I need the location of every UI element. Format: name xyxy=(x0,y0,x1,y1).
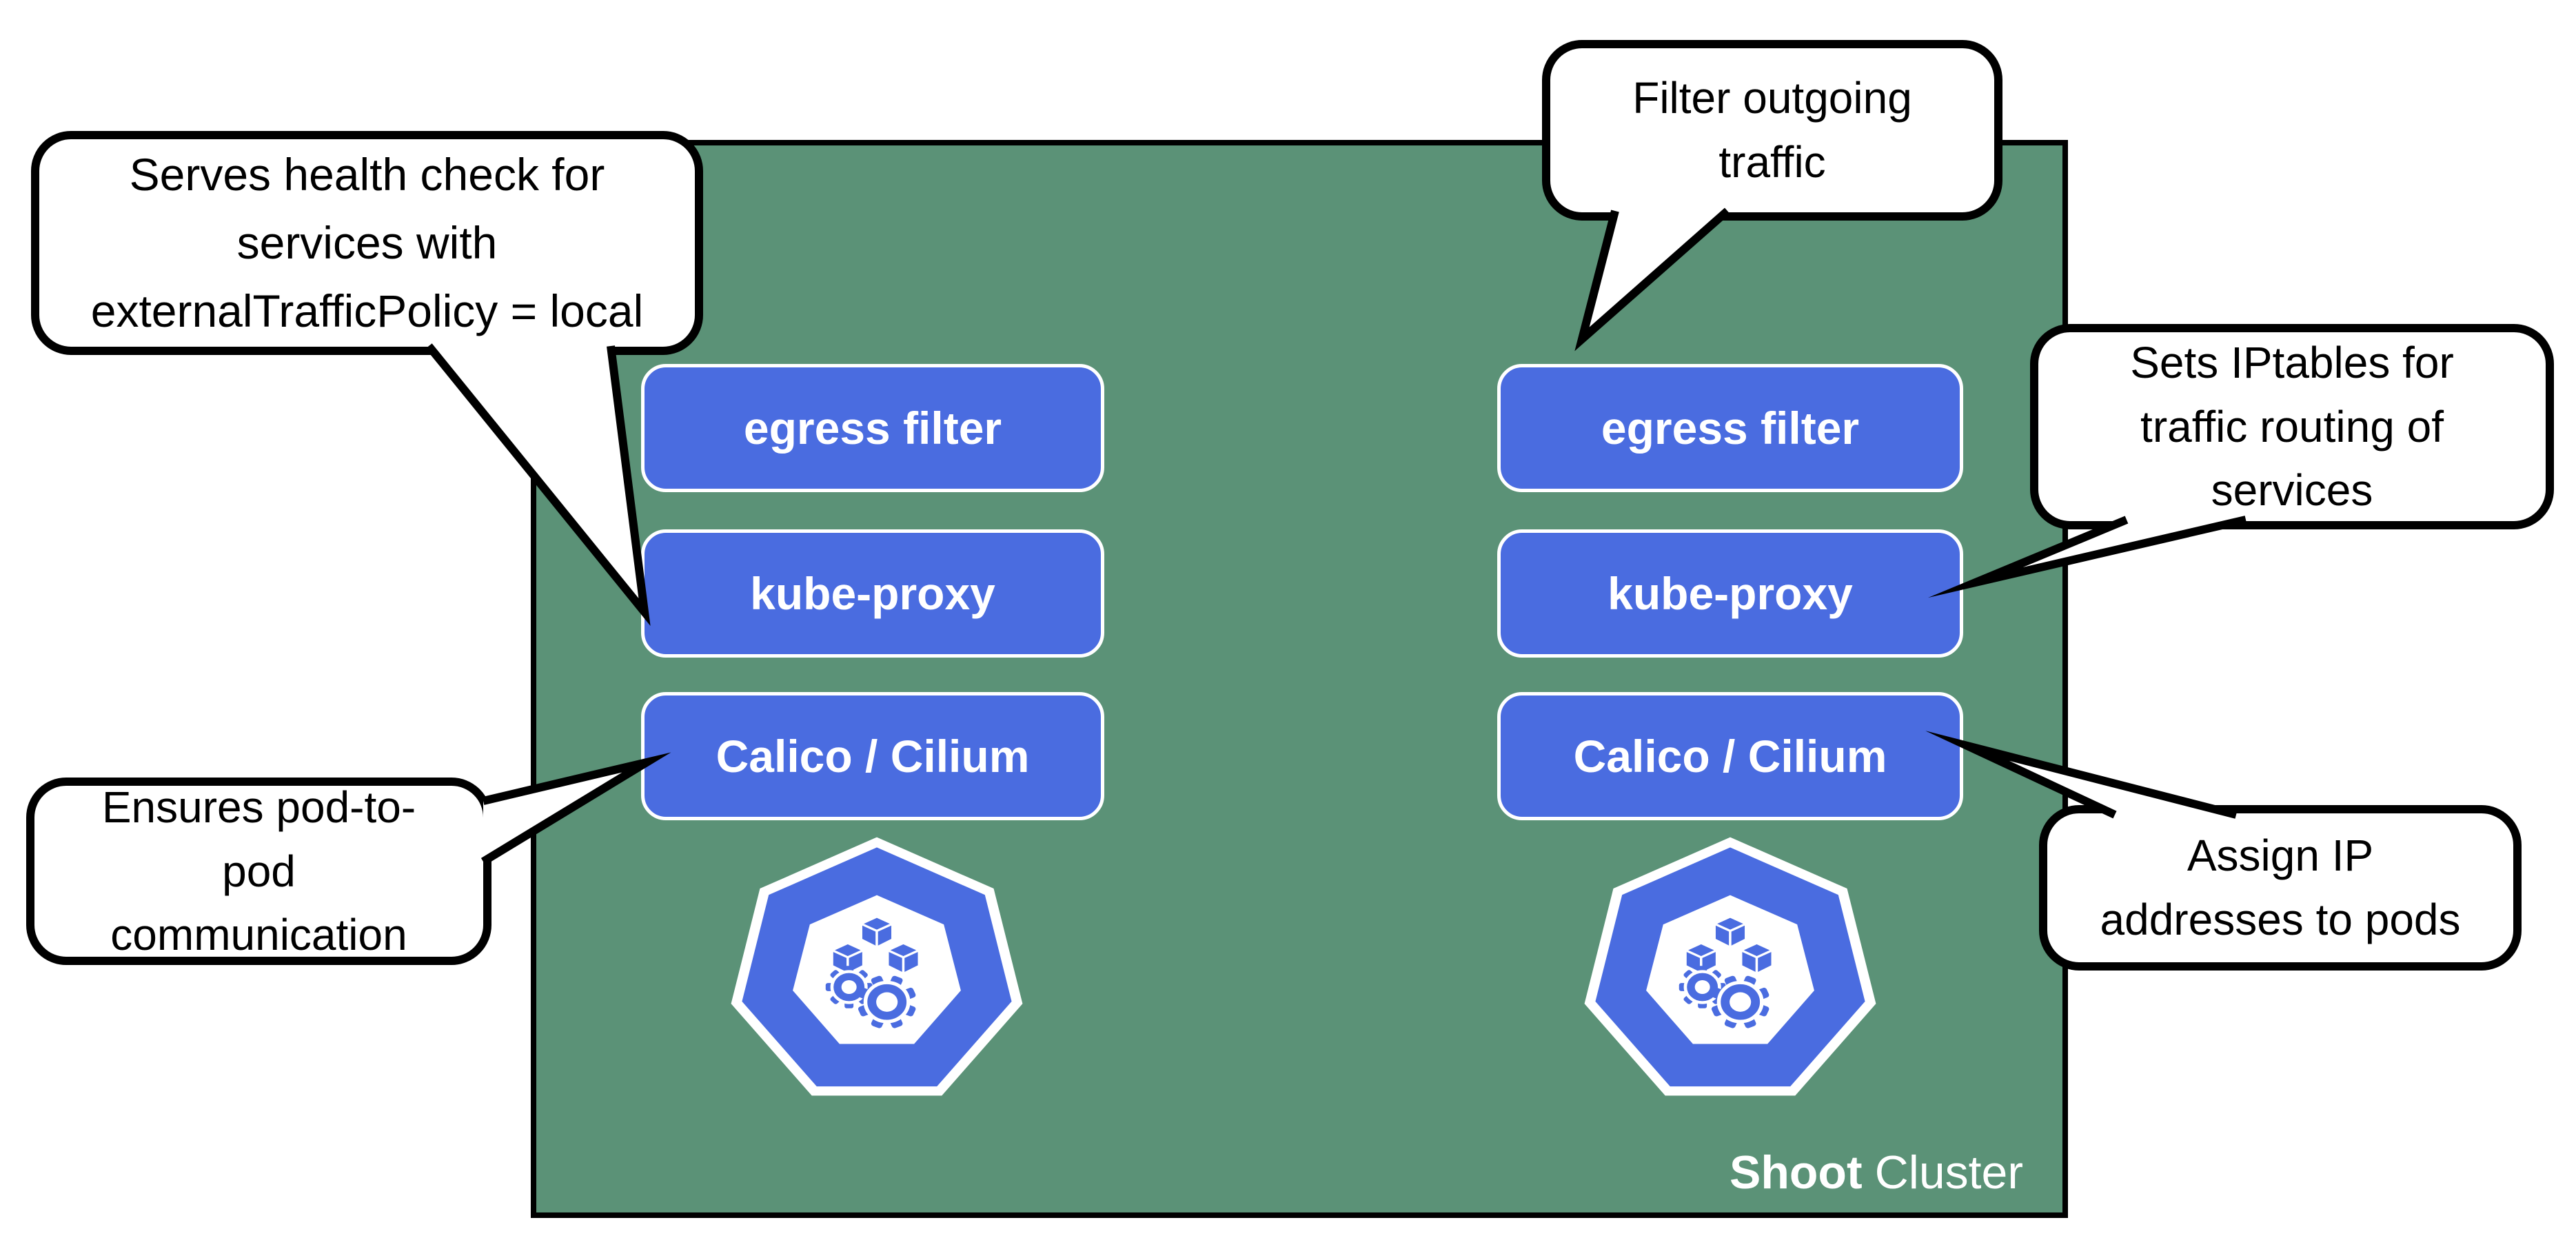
kubernetes-node-icon xyxy=(725,835,1028,1111)
kubernetes-node-icon xyxy=(1579,835,1882,1111)
node1-kube-proxy-box: kube-proxy xyxy=(641,529,1104,658)
component-label: Calico / Cilium xyxy=(1573,731,1887,782)
node1-calico-cilium-box: Calico / Cilium xyxy=(641,692,1104,820)
node1-egress-filter-box: egress filter xyxy=(641,364,1104,492)
node2-kube-proxy-box: kube-proxy xyxy=(1497,529,1963,658)
component-label: egress filter xyxy=(1601,403,1860,454)
callout-text: Serves health check for services with ex… xyxy=(90,149,644,336)
node2-egress-filter-box: egress filter xyxy=(1497,364,1963,492)
component-label: Calico / Cilium xyxy=(716,731,1030,782)
node2-calico-cilium-box: Calico / Cilium xyxy=(1497,692,1963,820)
component-label: kube-proxy xyxy=(750,568,995,619)
callout-serves-health-check: Serves health check for services with ex… xyxy=(31,131,703,355)
callout-text: Filter outgoing traffic xyxy=(1632,73,1912,187)
cluster-title-regular: Cluster xyxy=(1874,1146,2023,1199)
callout-text: Assign IP addresses to pods xyxy=(2100,831,2461,944)
callout-assign-ip-addresses: Assign IP addresses to pods xyxy=(2039,805,2522,971)
cluster-title-bold: Shoot xyxy=(1729,1146,1863,1199)
component-label: egress filter xyxy=(743,403,1002,454)
callout-text: Ensures pod-to- pod communication xyxy=(101,782,416,960)
callout-filter-outgoing-traffic: Filter outgoing traffic xyxy=(1542,40,2002,221)
callout-ensures-pod-to-pod: Ensures pod-to- pod communication xyxy=(26,778,491,965)
callout-text: Sets IPtables for traffic routing of ser… xyxy=(2130,337,2454,516)
callout-sets-iptables: Sets IPtables for traffic routing of ser… xyxy=(2030,324,2554,529)
component-label: kube-proxy xyxy=(1608,568,1853,619)
